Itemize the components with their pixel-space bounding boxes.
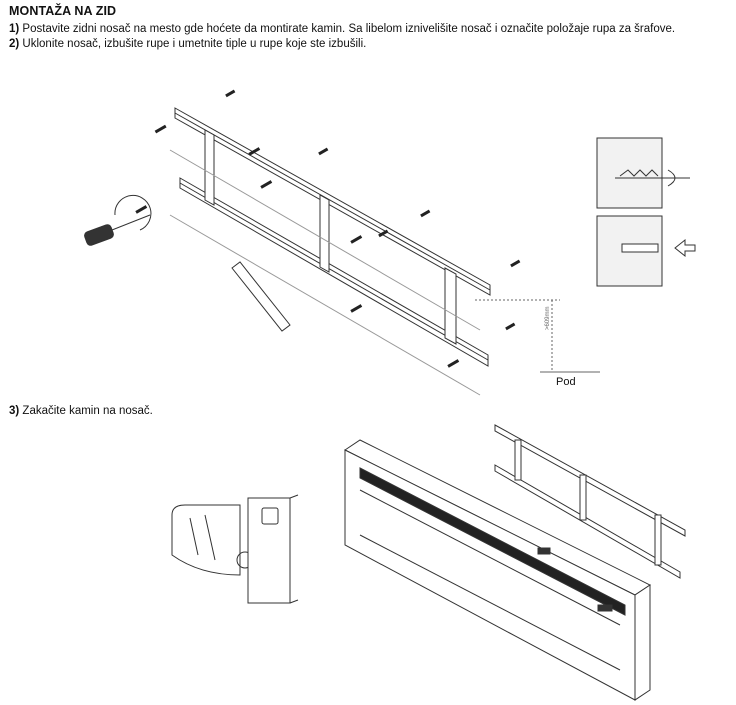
drill-detail (596, 137, 690, 209)
anchor-detail (596, 215, 696, 287)
step-2: 2) Uklonite nosač, izbušite rupe i umetn… (9, 37, 366, 51)
wall-bracket-rear (494, 424, 686, 579)
step-2-number: 2) (9, 38, 20, 50)
pencil-icon (231, 261, 291, 332)
step-3-number: 3) (9, 405, 20, 417)
floor-label: Pod (556, 376, 576, 388)
floor-dimension (475, 299, 600, 373)
side-detail (171, 494, 299, 604)
step-1-text: Postavite zidni nosač na mesto gde hoćet… (19, 23, 676, 35)
screwdriver-icon (84, 194, 152, 246)
step-2-text: Uklonite nosač, izbušite rupe i umetnite… (19, 38, 367, 50)
fireplace-unit (344, 439, 651, 701)
page-title: MONTAŽA NA ZID (9, 4, 117, 18)
step-3: 3) Zakačite kamin na nosač. (9, 404, 153, 418)
step-1: 1) Postavite zidni nosač na mesto gde ho… (9, 22, 675, 36)
step-3-text: Zakačite kamin na nosač. (19, 405, 153, 417)
wall-bracket (169, 107, 491, 396)
bracket-mounting-illustration (84, 89, 696, 396)
step-1-number: 1) (9, 23, 20, 35)
screws (135, 89, 521, 368)
dimension-label: >609mm (545, 306, 551, 330)
